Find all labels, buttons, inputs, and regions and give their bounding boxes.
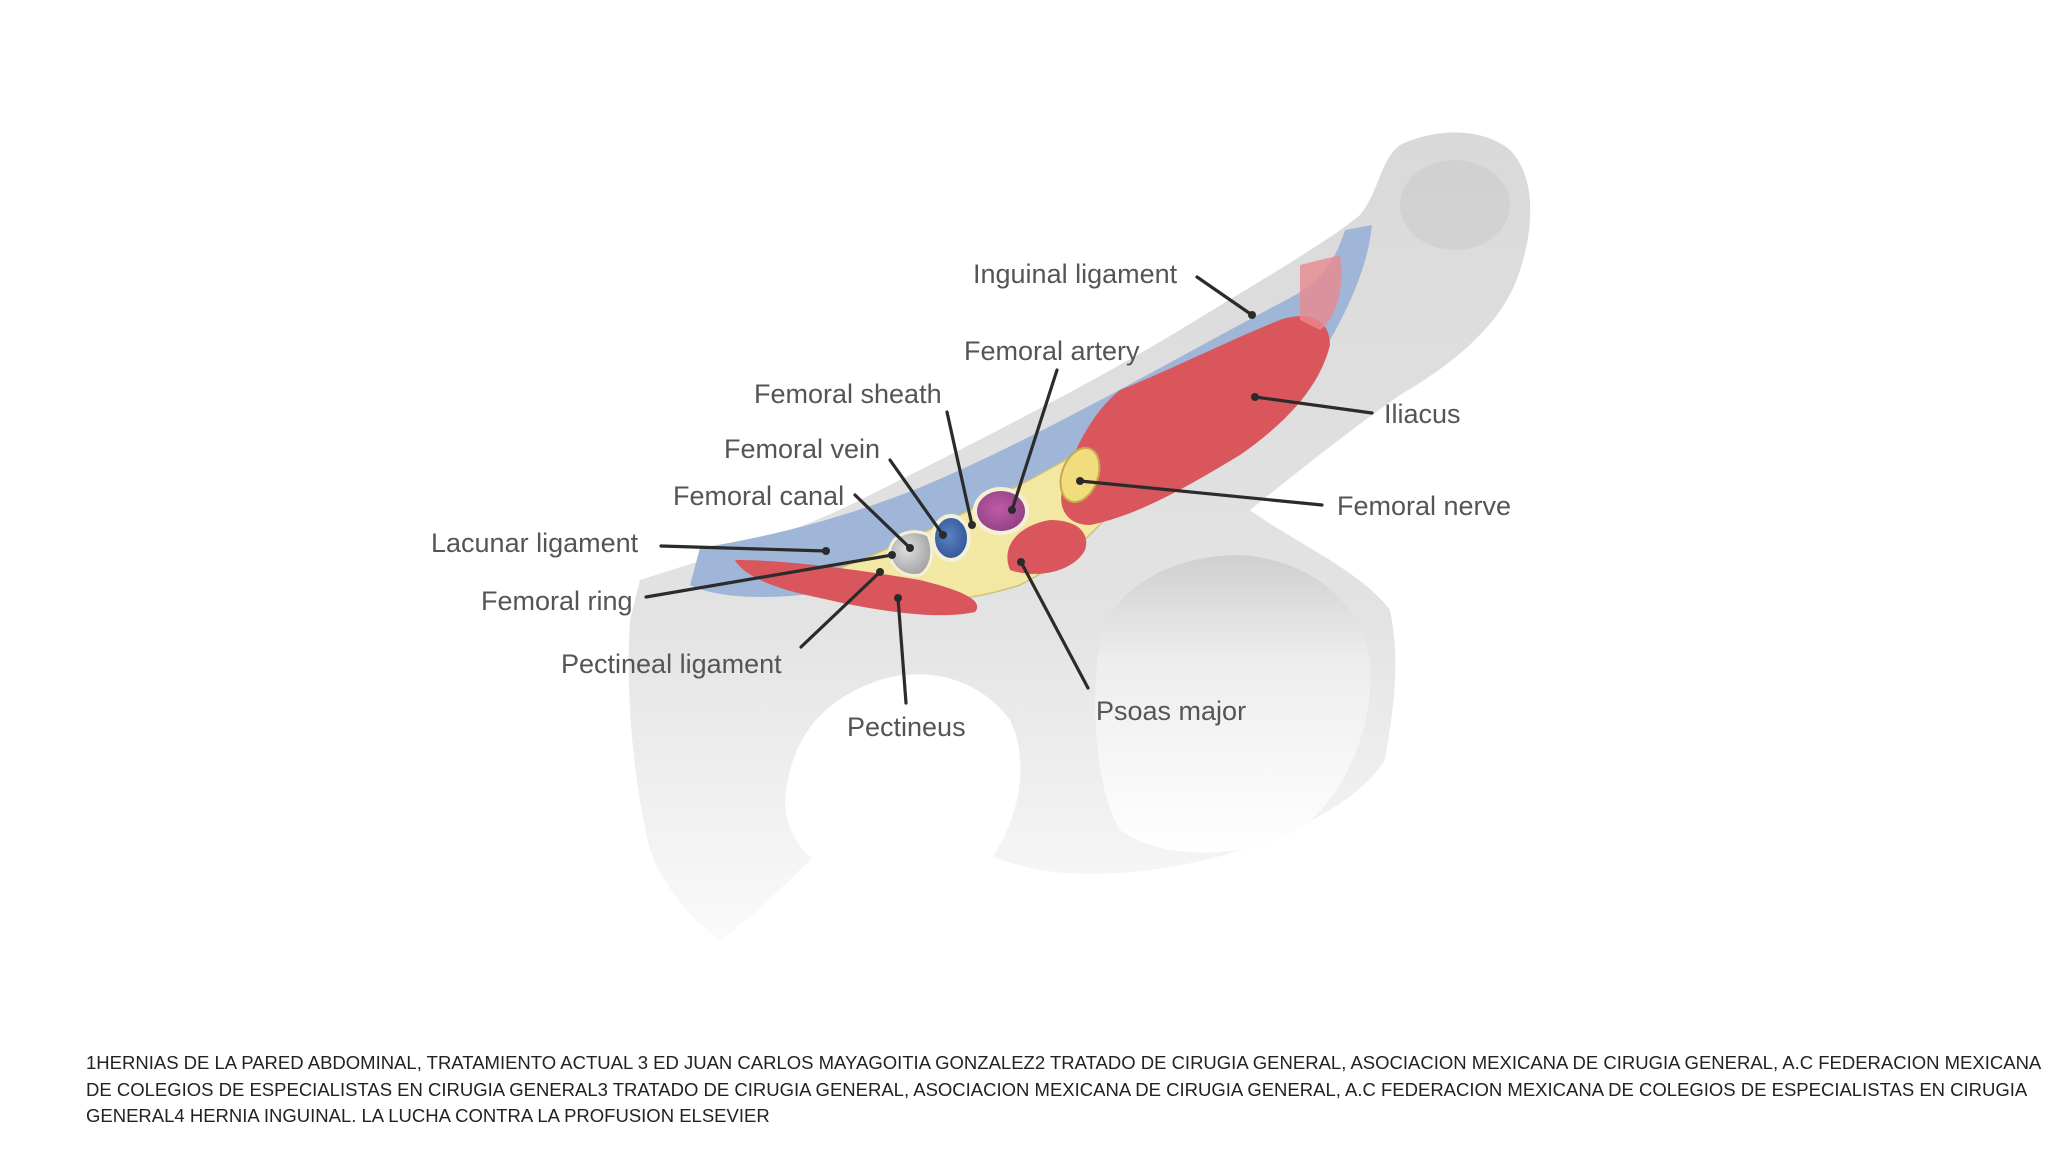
label-psoas-major: Psoas major — [1096, 696, 1246, 726]
references-footnote: 1HERNIAS DE LA PARED ABDOMINAL, TRATAMIE… — [86, 1050, 2042, 1130]
psoas-major-muscle — [1007, 520, 1087, 574]
label-pectineus: Pectineus — [847, 712, 966, 742]
label-femoral-nerve: Femoral nerve — [1337, 491, 1511, 521]
pectineus-muscle — [735, 560, 978, 616]
leader-lines — [644, 275, 1374, 705]
femoral-artery-shape — [973, 487, 1029, 535]
label-iliacus: Iliacus — [1384, 399, 1461, 429]
reference-line: GENERAL4 HERNIA INGUINAL. LA LUCHA CONTR… — [86, 1105, 770, 1126]
femoral-canal-shape — [888, 530, 934, 578]
label-femoral-ring: Femoral ring — [481, 586, 633, 616]
reference-line: 1HERNIAS DE LA PARED ABDOMINAL, TRATAMIE… — [86, 1052, 2042, 1073]
label-pectineal-ligament: Pectineal ligament — [561, 649, 782, 679]
reference-line: DE COLEGIOS DE ESPECIALISTAS EN CIRUGIA … — [86, 1078, 2028, 1100]
label-femoral-canal: Femoral canal — [673, 481, 844, 511]
femoral-vein-shape — [931, 514, 971, 562]
label-femoral-vein: Femoral vein — [724, 434, 880, 464]
label-femoral-artery: Femoral artery — [964, 336, 1140, 366]
label-femoral-sheath: Femoral sheath — [754, 379, 942, 409]
label-lacunar-ligament: Lacunar ligament — [431, 528, 639, 558]
label-inguinal-ligament: Inguinal ligament — [973, 259, 1178, 289]
iliacus-muscle — [1061, 316, 1330, 525]
